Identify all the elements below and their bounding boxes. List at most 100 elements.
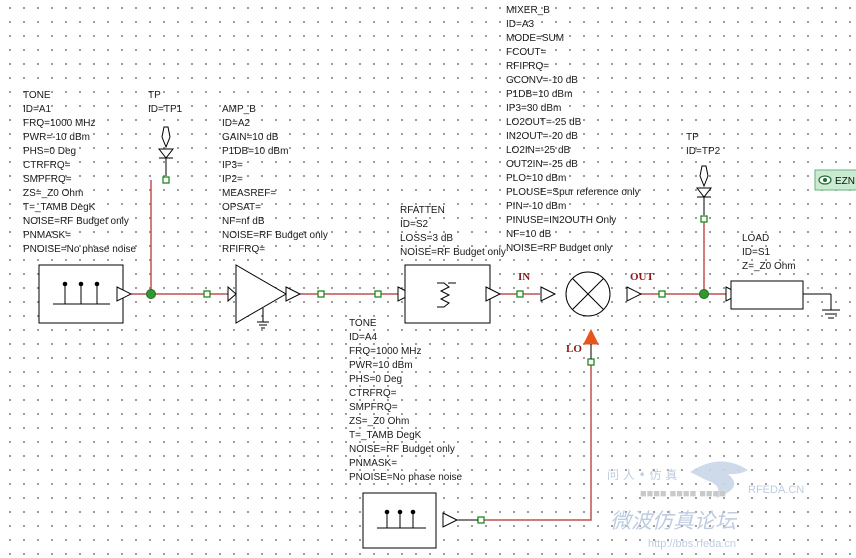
param-line: ID=A1 [23, 104, 52, 115]
param-line: MODE=SUM [506, 33, 564, 44]
watermark: 问 人 • 仿 真 ■■■■ ■■■■ ■■■■ RFEDA.CN 微波仿真论坛… [607, 461, 804, 550]
port-connector[interactable] [203, 290, 211, 298]
param-block-tp2[interactable]: TP ID=TP2 [686, 132, 721, 157]
tone-source-a4[interactable] [362, 492, 478, 549]
load-s1[interactable] [725, 280, 840, 319]
junction-node[interactable] [146, 289, 156, 299]
param-line: ID=TP2 [686, 146, 721, 157]
param-line: OUT2IN=-25 dB [506, 159, 578, 170]
param-line: LOAD [742, 233, 769, 244]
param-line: FRQ=1000 MHz [349, 346, 422, 357]
param-line: RFIFRQ= [506, 61, 549, 72]
param-line: IP2= [222, 174, 243, 185]
param-line: ZS=_Z0 Ohm [23, 188, 83, 199]
param-line: NOISE=RF Budget only [506, 243, 612, 254]
ezn-label: EZN [835, 176, 855, 187]
param-line: PNMASK= [23, 230, 71, 241]
junction-node[interactable] [699, 289, 709, 299]
port-connectors [162, 176, 708, 524]
param-line: IP3= [222, 160, 243, 171]
param-line: TP [686, 132, 699, 143]
param-line: ID=A4 [349, 332, 378, 343]
param-line: PLOUSE=Spur reference only [506, 187, 640, 198]
port-connector[interactable] [317, 290, 325, 298]
param-line: Z=_Z0 Ohm [742, 261, 796, 272]
param-line: T=_TAMB DegK [349, 430, 422, 441]
param-line: NF=nf dB [222, 216, 265, 227]
param-line: ID=S1 [742, 247, 771, 258]
watermark-line1: 问 人 • 仿 真 [607, 468, 677, 482]
param-line: PLO=10 dBm [506, 173, 566, 184]
param-line: ID=TP1 [148, 104, 183, 115]
param-line: P1DB=10 dBm [222, 146, 288, 157]
param-line: PIN=-10 dBm [506, 201, 566, 212]
param-line: IP3=30 dBm [506, 103, 561, 114]
param-line: NF=10 dB [506, 229, 552, 240]
param-line: LO2OUT=-25 dB [506, 117, 582, 128]
param-line: PHS=0 Deg [23, 146, 76, 157]
param-line: PWR=10 dBm [349, 360, 413, 371]
param-line: TONE [23, 90, 51, 101]
param-line: RFATTEN [400, 205, 445, 216]
param-line: CTRFRQ= [349, 388, 397, 399]
watermark-bird-logo [690, 461, 748, 498]
test-point-tp2[interactable] [695, 165, 713, 215]
watermark-title: 微波仿真论坛 [610, 509, 738, 533]
param-line: ID=A2 [222, 118, 251, 129]
param-block-mixer-a3[interactable]: MIXER_BID=A3MODE=SUMFCOUT=RFIFRQ=GCONV=-… [506, 5, 640, 254]
param-line: TP [148, 90, 161, 101]
param-line: FCOUT= [506, 47, 546, 58]
port-connector[interactable] [700, 215, 708, 223]
port-connector[interactable] [374, 290, 382, 298]
watermark-brand: RFEDA.CN [748, 484, 804, 496]
param-line: T=_TAMB DegK [23, 202, 96, 213]
tone-source-a1[interactable] [38, 264, 133, 324]
param-line: ID=A3 [506, 19, 535, 30]
param-line: PWR=-10 dBm [23, 132, 90, 143]
port-connector[interactable] [516, 290, 524, 298]
param-line: RFIFRQ= [222, 244, 265, 255]
param-line: GAIN=10 dB [222, 132, 279, 143]
param-line: TONE [349, 318, 377, 329]
port-connector[interactable] [477, 516, 485, 524]
port-connector[interactable] [658, 290, 666, 298]
watermark-tag: ■■■■ ■■■■ ■■■■ [640, 488, 726, 500]
pin-label-in: IN [518, 271, 530, 283]
eye-icon [818, 175, 832, 185]
param-line: NOISE=RF Budget only [349, 444, 455, 455]
port-connector[interactable] [587, 358, 595, 366]
param-line: PHS=0 Deg [349, 374, 402, 385]
param-line: LO2IN=-25 dB [506, 145, 571, 156]
wires [131, 180, 726, 521]
param-line: PNOISE=No phase noise [349, 472, 463, 483]
amplifier-a2[interactable] [227, 264, 302, 329]
param-line: PNMASK= [349, 458, 397, 469]
test-point-tp1[interactable] [157, 126, 175, 176]
attenuator-s2[interactable] [397, 264, 502, 324]
param-line: SMPFRQ= [349, 402, 398, 413]
param-line: PINUSE=IN2OUTH Only [506, 215, 616, 226]
port-connector[interactable] [162, 176, 170, 184]
param-line: NOISE=RF Budget only [222, 230, 328, 241]
mixer-a3[interactable] [540, 271, 643, 359]
wire-lo-feed[interactable] [481, 362, 592, 521]
param-line: ZS=_Z0 Ohm [349, 416, 409, 427]
param-line: SMPFRQ= [23, 174, 72, 185]
ezn-badge[interactable]: EZN [814, 169, 856, 191]
param-line: P1DB=10 dBm [506, 89, 572, 100]
param-line: IN2OUT=-20 dB [506, 131, 578, 142]
param-block-tp1[interactable]: TP ID=TP1 [148, 90, 183, 115]
param-block-load-s1[interactable]: LOAD ID=S1Z=_Z0 Ohm [742, 233, 796, 272]
param-line: NOISE=RF Budget only [400, 247, 506, 258]
watermark-url: http://bbs.rfeda.cn [648, 538, 736, 550]
param-line: CTRFRQ= [23, 160, 71, 171]
pin-label-lo: LO [566, 343, 582, 355]
param-line: PNOISE=No phase noise [23, 244, 137, 255]
pin-label-out: OUT [630, 271, 655, 283]
param-line: AMP_B [222, 104, 256, 115]
